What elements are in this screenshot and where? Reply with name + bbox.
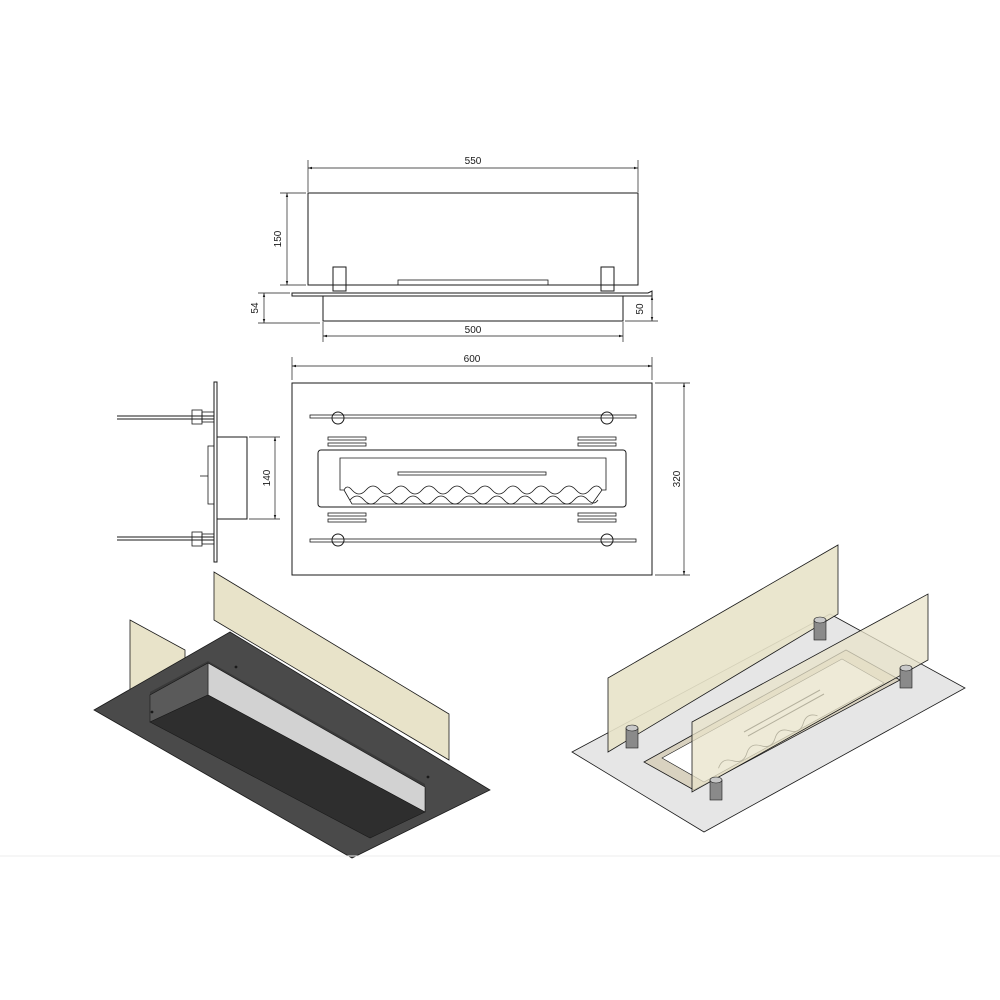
vent-slots-bottom-left: [327, 512, 367, 523]
dim-label-54: 54: [250, 302, 261, 314]
dim-label-600: 600: [464, 354, 481, 365]
vent-slots-top-right: [577, 436, 617, 447]
front-post-left: [332, 266, 347, 292]
side-view: 140: [117, 381, 280, 563]
burner-wavy-tray: [339, 457, 607, 495]
top-glass-rear: [309, 414, 637, 419]
front-lower-box: [322, 295, 624, 322]
post-circle-bl: [331, 533, 345, 547]
post-circle-tr: [600, 411, 614, 425]
iso-right-glass-front: [691, 593, 929, 793]
vent-slots-bottom-right: [577, 512, 617, 523]
front-view: 550 150 54 50 500: [250, 156, 658, 342]
iso-left-glass-large: [213, 571, 450, 761]
iso-right-glass-rear: [607, 544, 839, 753]
front-base-plate: [291, 290, 653, 297]
dim-label-140: 140: [262, 469, 273, 486]
iso-right-post-2: [813, 616, 827, 641]
iso-right-post-4: [899, 664, 913, 689]
iso-right-post-3: [709, 776, 723, 801]
side-burner-box: [216, 436, 248, 520]
dim-label-550: 550: [465, 156, 482, 167]
top-glass-front: [309, 538, 637, 543]
burner-lid-slot: [397, 471, 547, 476]
side-post-top: [191, 409, 203, 425]
iso-view-top: [571, 544, 966, 833]
dim-label-320: 320: [672, 470, 683, 487]
top-base-plate: [291, 382, 653, 576]
dim-label-150: 150: [273, 230, 284, 247]
iso-right-post-1: [625, 724, 639, 749]
dim-label-50: 50: [635, 303, 646, 315]
top-view: 600 320: [291, 354, 690, 576]
front-burner-slot: [397, 279, 549, 286]
vent-slots-top-left: [327, 436, 367, 447]
front-glass-panel: [307, 192, 639, 286]
front-post-right: [600, 266, 615, 292]
post-circle-br: [600, 533, 614, 547]
iso-view-underside: [93, 571, 491, 859]
post-circle-tl: [331, 411, 345, 425]
burner-opening: [317, 449, 627, 508]
dim-label-500: 500: [465, 325, 482, 336]
side-post-bottom: [191, 531, 203, 547]
